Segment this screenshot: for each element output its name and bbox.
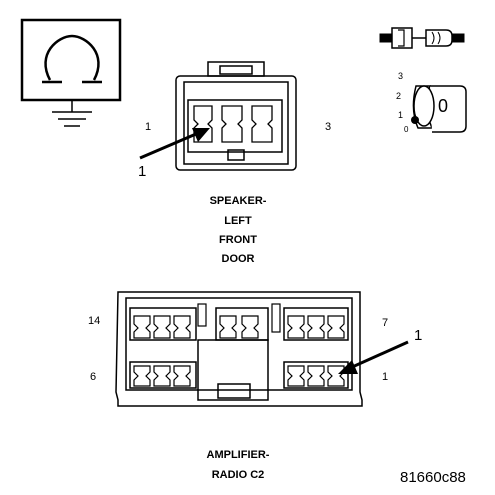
title-line: SPEAKER- — [209, 195, 267, 207]
speaker-callout-label: 1 — [138, 163, 147, 180]
key-center-label: 0 — [438, 96, 449, 116]
title-line: AMPLIFIER- — [206, 449, 270, 461]
amplifier-pin-top-left-label: 14 — [88, 315, 101, 327]
speaker-connector-cavities — [193, 105, 273, 143]
key-position-label: 2 — [396, 91, 402, 101]
amplifier-pin-top-right-label: 7 — [382, 317, 389, 329]
speaker-pin-left-label: 1 — [145, 121, 152, 133]
title-line: FRONT — [219, 234, 257, 246]
amplifier-pin-bottom-left-label: 6 — [90, 371, 97, 383]
title-line: DOOR — [221, 253, 255, 265]
speaker-connector-body — [175, 61, 297, 171]
amplifier-callout-label: 1 — [414, 327, 423, 344]
connector-plug-icon — [379, 27, 465, 49]
speaker-pin-right-label: 3 — [325, 121, 332, 133]
key-position-label: 1 — [398, 110, 404, 120]
title-line: RADIO C2 — [211, 469, 265, 481]
speaker-callout-arrow — [139, 128, 210, 160]
key-icon — [411, 85, 467, 133]
speaker-ground-symbol — [20, 18, 122, 127]
amplifier-pin-bottom-right-label: 1 — [382, 371, 389, 383]
amplifier-cavities — [133, 303, 345, 387]
amplifier-connector-body — [115, 291, 363, 407]
key-position-label: 0 — [404, 125, 409, 134]
amplifier-callout-arrow — [338, 340, 409, 374]
figure-id: 81660c88 — [400, 469, 466, 486]
key-position-label: 3 — [398, 71, 404, 81]
title-line: LEFT — [224, 215, 252, 227]
